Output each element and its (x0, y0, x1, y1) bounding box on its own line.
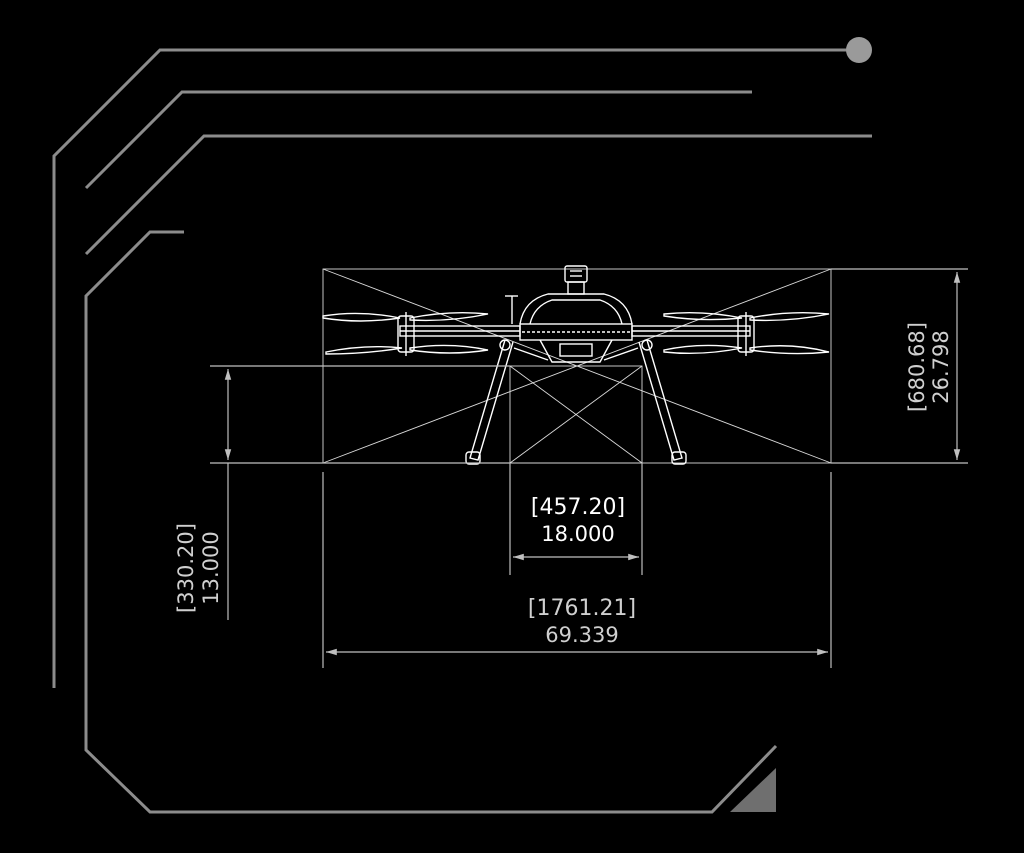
frame-line-outer (52, 48, 855, 688)
arms (399, 325, 751, 337)
gear-height-in: 13.000 (199, 531, 223, 604)
span-mm: [1761.21] (528, 596, 636, 621)
gear-height-mm: [330.20] (174, 523, 198, 613)
corner-triangle-icon (730, 768, 776, 812)
camera-gimbal (564, 265, 588, 295)
gear-width-mm: [457.20] (531, 495, 625, 520)
drone-drawing (322, 265, 832, 465)
frame-line-main (84, 230, 778, 814)
frame-end-dot-icon (846, 37, 872, 63)
frame-line-3 (84, 134, 872, 256)
left-rotor (322, 311, 489, 356)
hud-frame (52, 48, 872, 814)
height-mm: [680.68] (905, 322, 929, 412)
height-in: 26.798 (929, 330, 953, 403)
gear-height-dimension-label: [330.20] 13.000 (174, 523, 223, 613)
gear-width-dimension-label: [457.20] 18.000 (531, 495, 625, 546)
height-dimension-label: [680.68] 26.798 (905, 322, 953, 412)
gear-width-in: 18.000 (541, 522, 614, 546)
span-in: 69.339 (545, 623, 618, 647)
landing-gear (465, 339, 687, 465)
dimension-lines (210, 268, 968, 668)
fuselage (505, 293, 633, 363)
right-rotor (663, 311, 830, 356)
frame-line-2 (84, 90, 752, 190)
span-dimension-label: [1761.21] 69.339 (528, 596, 636, 647)
